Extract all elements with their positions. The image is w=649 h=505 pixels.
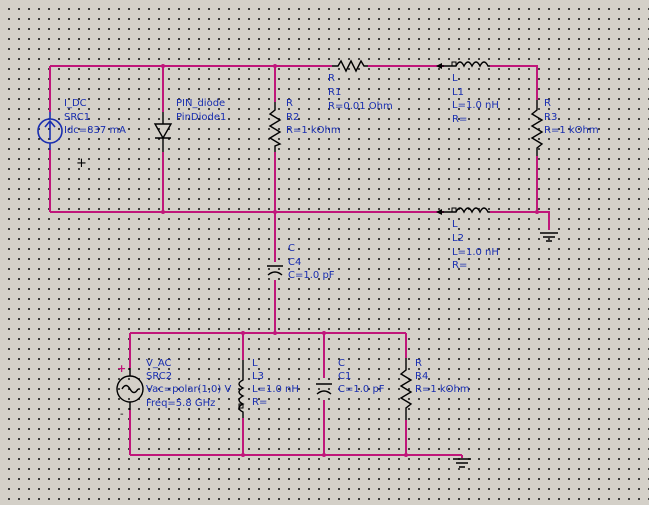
ground-icon: [540, 232, 558, 242]
l3-name-label: L3: [252, 371, 264, 382]
junction-dot: [241, 453, 245, 457]
r4-name-label: R4: [415, 371, 428, 382]
resistor-r2[interactable]: R R2 R=1 kOhm: [268, 98, 341, 152]
ground-symbol-bottom: [453, 455, 471, 468]
ground-symbol-top: [540, 232, 558, 242]
capacitor-icon: [316, 383, 332, 395]
capacitor-icon: [267, 265, 283, 276]
minus-marker: -: [120, 409, 124, 420]
inductor-l3[interactable]: L L3 L=1.0 nH R=: [238, 358, 299, 418]
l3-param-label: L=1.0 nH: [252, 384, 299, 395]
inductor-icon: [440, 207, 490, 214]
capacitor-c4[interactable]: C C4 C=1.0 pF: [267, 243, 335, 281]
pin-diode-type-label: PIN_diode: [176, 98, 225, 109]
resistor-r4[interactable]: R R4 R=1 kOhm: [399, 358, 470, 420]
r1-type-label: R: [328, 73, 335, 84]
inductor-icon: [238, 360, 245, 418]
l2-param-label: L=1.0 nH: [452, 247, 499, 258]
resistor-icon: [332, 59, 368, 73]
l1-param-label: L=1.0 nH: [452, 100, 499, 111]
src2-voltage-source[interactable]: + - V_AC SRC2 Vac=polar(1,0) V Freq=5.8 …: [116, 358, 231, 420]
src2-param-label: Vac=polar(1,0) V: [146, 384, 231, 395]
junction-dot: [161, 210, 165, 214]
inductor-l2[interactable]: L L2 L=1.0 nH R=: [436, 207, 499, 271]
src1-type-label: I_DC: [64, 98, 87, 109]
src1-current-source[interactable]: I_DC SRC1 Idc=837 mA +: [37, 98, 126, 171]
r1-param-label: R=0.01 Ohm: [328, 101, 393, 112]
wire-top-right: [490, 65, 538, 100]
junction-dot: [273, 331, 277, 335]
pin-marker-icon: [451, 207, 457, 213]
src1-name-label: SRC1: [64, 112, 90, 123]
l2-type-label: L: [452, 219, 458, 230]
l3-extra-label: R=: [252, 397, 267, 408]
port-arrow-icon: [436, 209, 442, 215]
sine-icon: [121, 384, 139, 394]
resistor-icon: [530, 100, 544, 156]
arrow-up-icon: [44, 119, 56, 140]
src1-param-label: Idc=837 mA: [64, 125, 126, 136]
r4-param-label: R=1 kOhm: [415, 384, 470, 395]
cross-marker: +: [76, 156, 87, 171]
pin-diode-name-label: PinDiode1: [176, 112, 226, 123]
junction-dot: [273, 64, 277, 68]
l1-type-label: L: [452, 73, 458, 84]
r2-type-label: R: [286, 98, 293, 109]
pin-marker-icon: [238, 403, 244, 409]
src2-type-label: V_AC: [146, 358, 172, 369]
r3-param-label: R=1 kOhm: [544, 125, 599, 136]
wires: [49, 64, 550, 457]
inductor-l1[interactable]: L L1 L=1.0 nH R=: [436, 61, 499, 125]
r3-type-label: R: [544, 98, 551, 109]
r3-name-label: R3: [544, 112, 557, 123]
inductor-icon: [440, 61, 490, 68]
ground-icon: [453, 458, 471, 468]
r2-name-label: R2: [286, 112, 299, 123]
plus-marker: +: [117, 362, 126, 375]
src2-name-label: SRC2: [146, 371, 172, 382]
pin-marker-icon: [451, 61, 457, 67]
l2-extra-label: R=: [452, 260, 467, 271]
r2-param-label: R=1 kOhm: [286, 125, 341, 136]
junction-dot: [535, 210, 539, 214]
capacitor-c1[interactable]: C C1 C=1.0 pF: [316, 358, 385, 395]
junction-dot: [273, 210, 277, 214]
junction-dot: [161, 64, 165, 68]
l1-name-label: L1: [452, 87, 464, 98]
c1-type-label: C: [338, 358, 345, 369]
r1-name-label: R1: [328, 87, 341, 98]
c1-name-label: C1: [338, 371, 351, 382]
resistor-icon: [268, 102, 282, 152]
l1-extra-label: R=: [452, 114, 467, 125]
r4-type-label: R: [415, 358, 422, 369]
c4-param-label: C=1.0 pF: [288, 270, 335, 281]
resistor-r3[interactable]: R R3 R=1 kOhm: [530, 98, 599, 156]
l2-name-label: L2: [452, 233, 464, 244]
c1-param-label: C=1.0 pF: [338, 384, 385, 395]
junction-dot: [241, 331, 245, 335]
junction-dot: [322, 453, 326, 457]
resistor-r1[interactable]: R R1 R=0.01 Ohm: [328, 59, 393, 112]
pin-diode[interactable]: PIN_diode PinDiode1: [153, 98, 226, 152]
src2-freq-label: Freq=5.8 GHz: [146, 398, 215, 409]
resistor-icon: [399, 358, 413, 420]
c4-name-label: C4: [288, 257, 301, 268]
c4-type-label: C: [288, 243, 295, 254]
junction-dot: [404, 453, 408, 457]
junction-dot: [322, 331, 326, 335]
port-arrow-icon: [436, 63, 442, 69]
wire-bottom-right: [490, 211, 550, 230]
l3-type-label: L: [252, 358, 258, 369]
diode-icon: [153, 112, 173, 152]
